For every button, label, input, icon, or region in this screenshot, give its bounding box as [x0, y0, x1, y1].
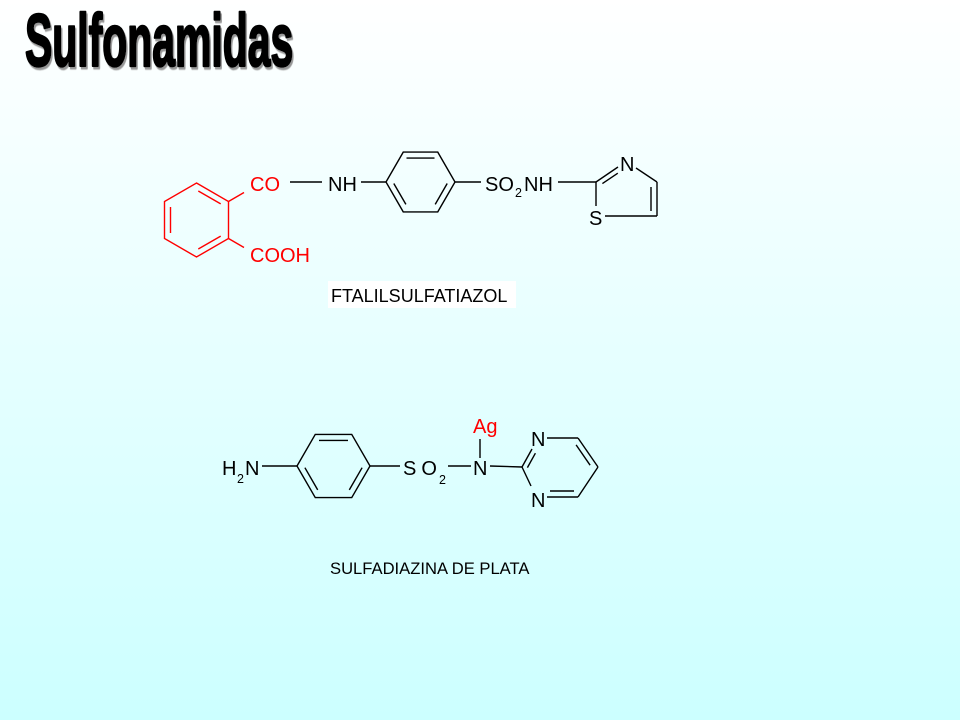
slide-title: Sulfonamidas — [25, 0, 293, 82]
pyrimidine-double-bond-c2-n1 — [526, 452, 537, 468]
carboxyl-label: COOH — [250, 245, 310, 267]
thiazole-s-label: S — [589, 208, 602, 230]
carbonyl-label: CO — [250, 174, 280, 196]
sulfadiazina-de-plata-name: SULFADIAZINA DE PLATA — [330, 559, 530, 578]
pyrimidine-double-bond-c6-c5 — [575, 444, 591, 466]
pyrimidine-bond-c6-c5 — [577, 437, 599, 468]
sulfonyl-subscript: 2 — [439, 473, 446, 487]
thiazole-n-label: N — [620, 154, 634, 176]
ftalilsulfatiazol-structure: CO COOH NH SO 2 NH N S — [163, 151, 658, 308]
benzene-ring-double-bond — [304, 467, 319, 491]
amine-h-label: H — [222, 458, 236, 480]
pyrimidine-n3-label: N — [531, 490, 545, 512]
benzene-ring-double-bond — [348, 467, 363, 491]
pyrimidine-n1-label: N — [531, 429, 545, 451]
bond-ring-to-carbonyl — [228, 191, 245, 203]
pyrimidine-bond-c5-c4 — [577, 466, 599, 498]
sulfonamide-nh-label: NH — [524, 174, 553, 196]
pyrimidine-bond-n3-c2 — [521, 466, 532, 487]
sulfadiazina-de-plata-structure: H 2 N SO 2 N Ag N N — [222, 416, 599, 578]
amine-subscript: 2 — [237, 472, 244, 486]
amine-n-label: N — [245, 458, 259, 480]
phthalyl-ring-double-bond — [197, 190, 222, 205]
amide-nh-label: NH — [328, 174, 357, 196]
bond-n-to-pyrimidine — [489, 465, 523, 468]
phthalyl-ring-double-bond — [197, 235, 222, 250]
pyrimidine-bond-c2-n1 — [521, 448, 533, 468]
bond-ring-to-carboxyl — [228, 237, 245, 249]
sulfonyl-subscript: 2 — [515, 186, 522, 200]
thiazole-bond-c2-n3 — [595, 166, 619, 183]
pyrimidine-ring: N N — [521, 429, 599, 512]
thiazole-double-bond-c2-n3 — [602, 172, 619, 185]
benzene-ring-double-bond — [393, 183, 407, 205]
sulfonamide-n-label: N — [473, 458, 487, 480]
sulfonyl-label: SO — [403, 458, 442, 480]
ftalilsulfatiazol-name: FTALILSULFATIAZOL — [331, 286, 507, 306]
ftalilsulfatiazol-name-box — [328, 281, 516, 308]
benzene-ring-double-bond — [434, 183, 448, 205]
thiazole-bond-n3-c4 — [635, 167, 658, 183]
title-group: Sulfonamidas — [24, 0, 294, 83]
sulfonyl-label: SO — [485, 174, 514, 196]
thiazole-ring: N S — [589, 154, 658, 230]
silver-label: Ag — [473, 416, 497, 438]
